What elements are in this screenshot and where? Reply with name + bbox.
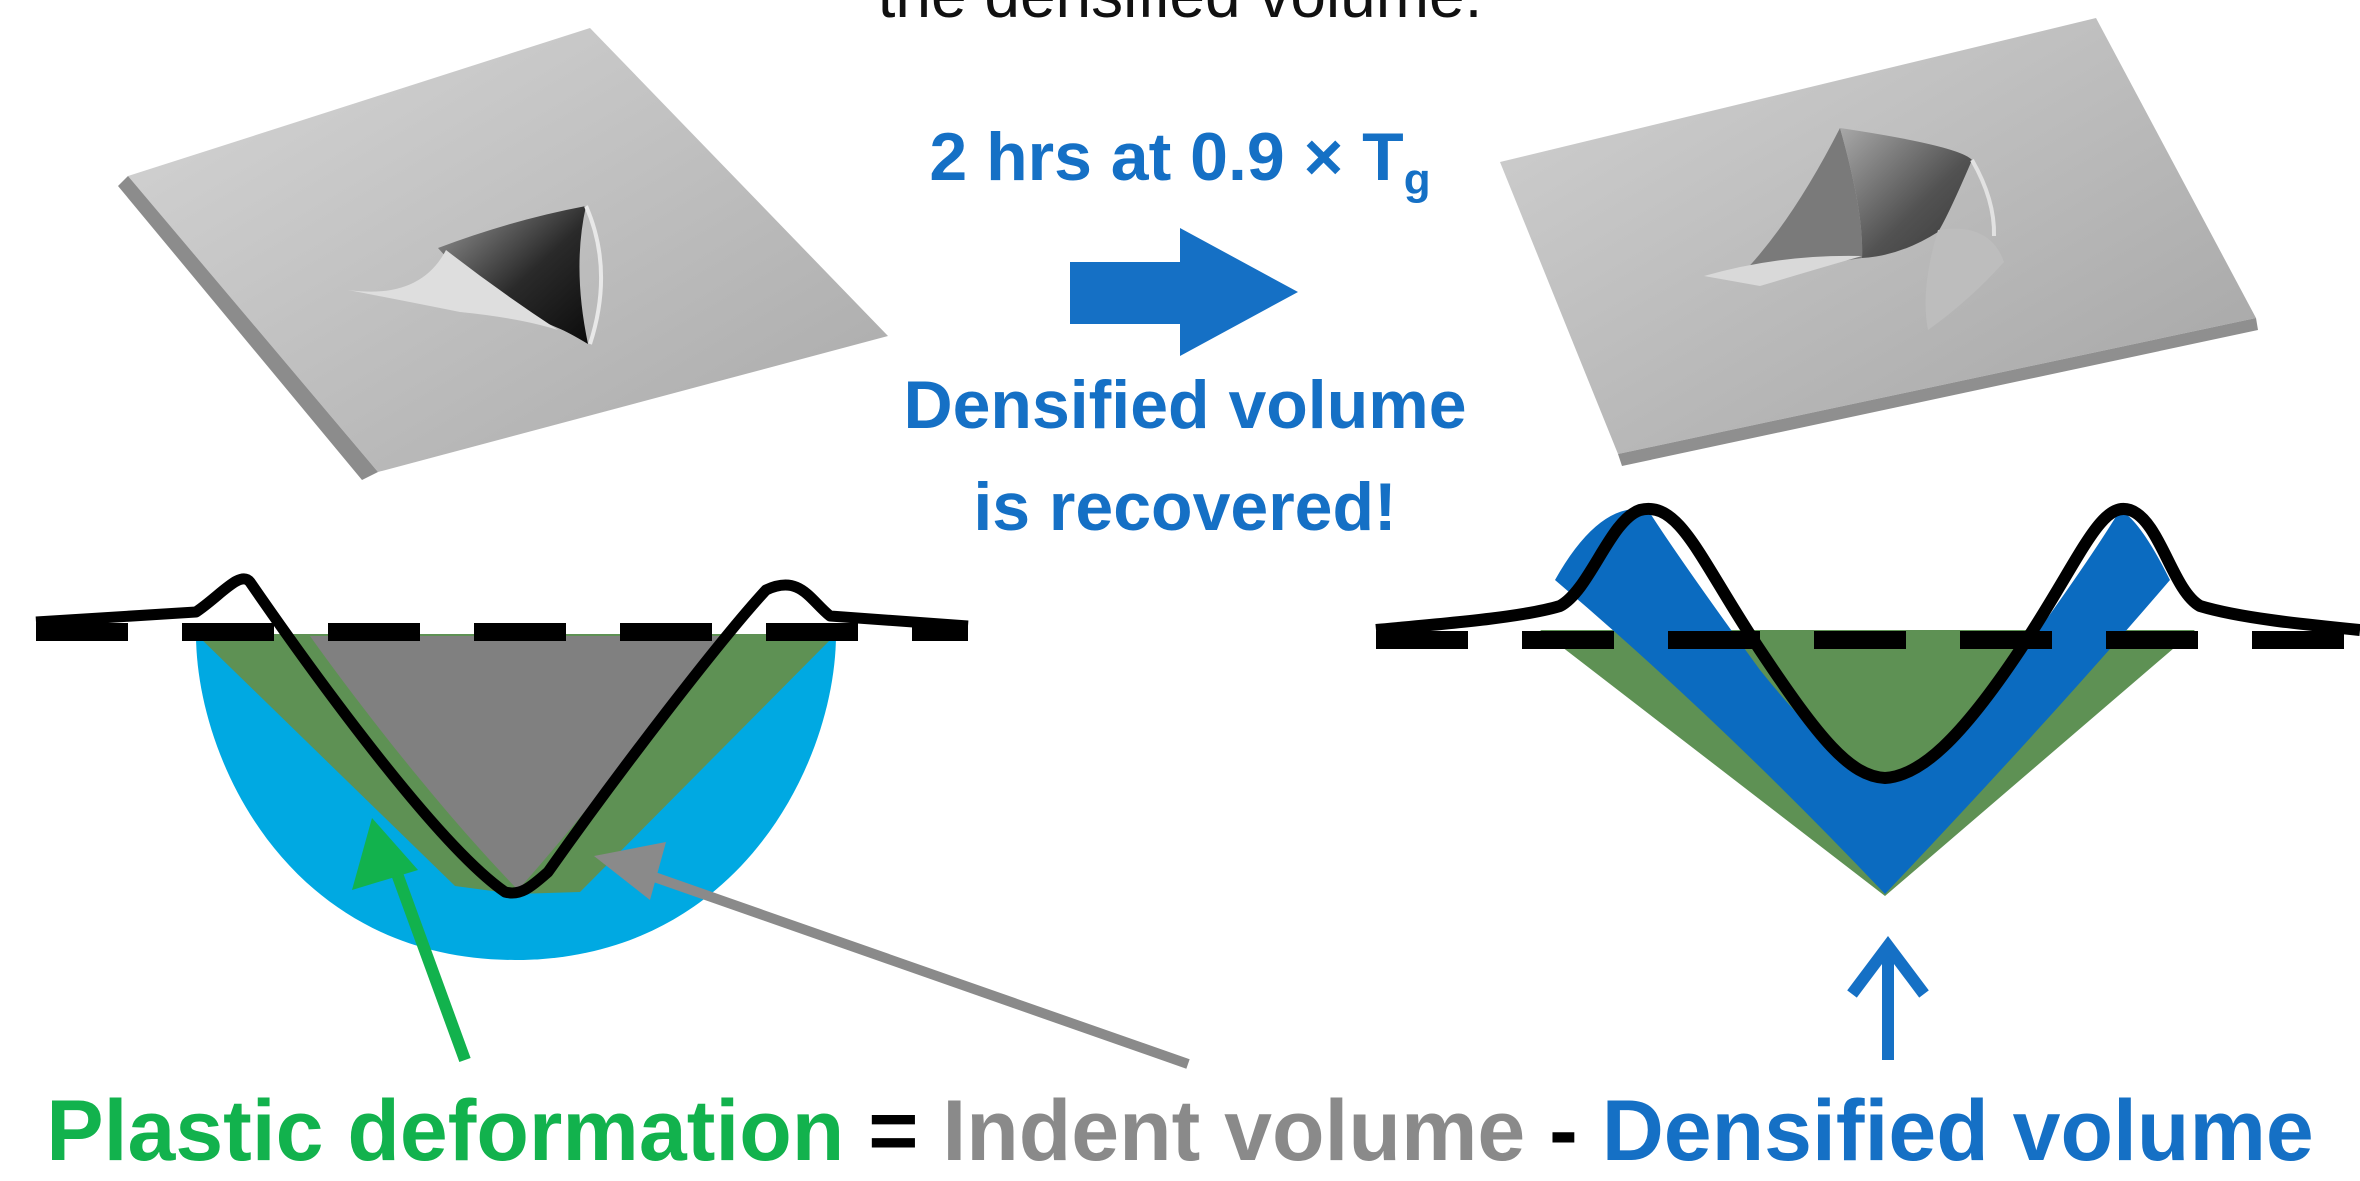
plastic-deformation-term: Plastic deformation — [46, 1083, 845, 1179]
indent-volume-term: Indent volume — [942, 1083, 1526, 1179]
treatment-subscript: g — [1403, 155, 1431, 204]
result-line-1: Densified volume — [903, 367, 1467, 443]
result-line-2: is recovered! — [973, 469, 1397, 545]
recovered-surface-after-image — [1500, 18, 2258, 466]
plastic-deformation-arrow-icon — [352, 818, 471, 1063]
indent-cross-section-after — [1375, 502, 2360, 896]
densified-volume-term: Densified volume — [1601, 1083, 2314, 1179]
indented-surface-before-image — [118, 28, 888, 480]
treatment-text: 2 hrs at 0.9 × T — [929, 119, 1404, 195]
top-caption: the densified volume. — [0, 0, 2360, 32]
equals-sign: = — [844, 1083, 943, 1179]
indent-cross-section-before — [35, 573, 969, 960]
minus-sign: - — [1525, 1083, 1602, 1179]
densified-volume-arrow-icon — [1847, 936, 1929, 1060]
right-arrow-icon — [1070, 228, 1298, 356]
treatment-label: 2 hrs at 0.9 × Tg — [880, 118, 1480, 204]
volume-equation: Plastic deformation = Indent volume - De… — [0, 1082, 2360, 1181]
indent-volume-arrow-icon — [594, 842, 1190, 1069]
